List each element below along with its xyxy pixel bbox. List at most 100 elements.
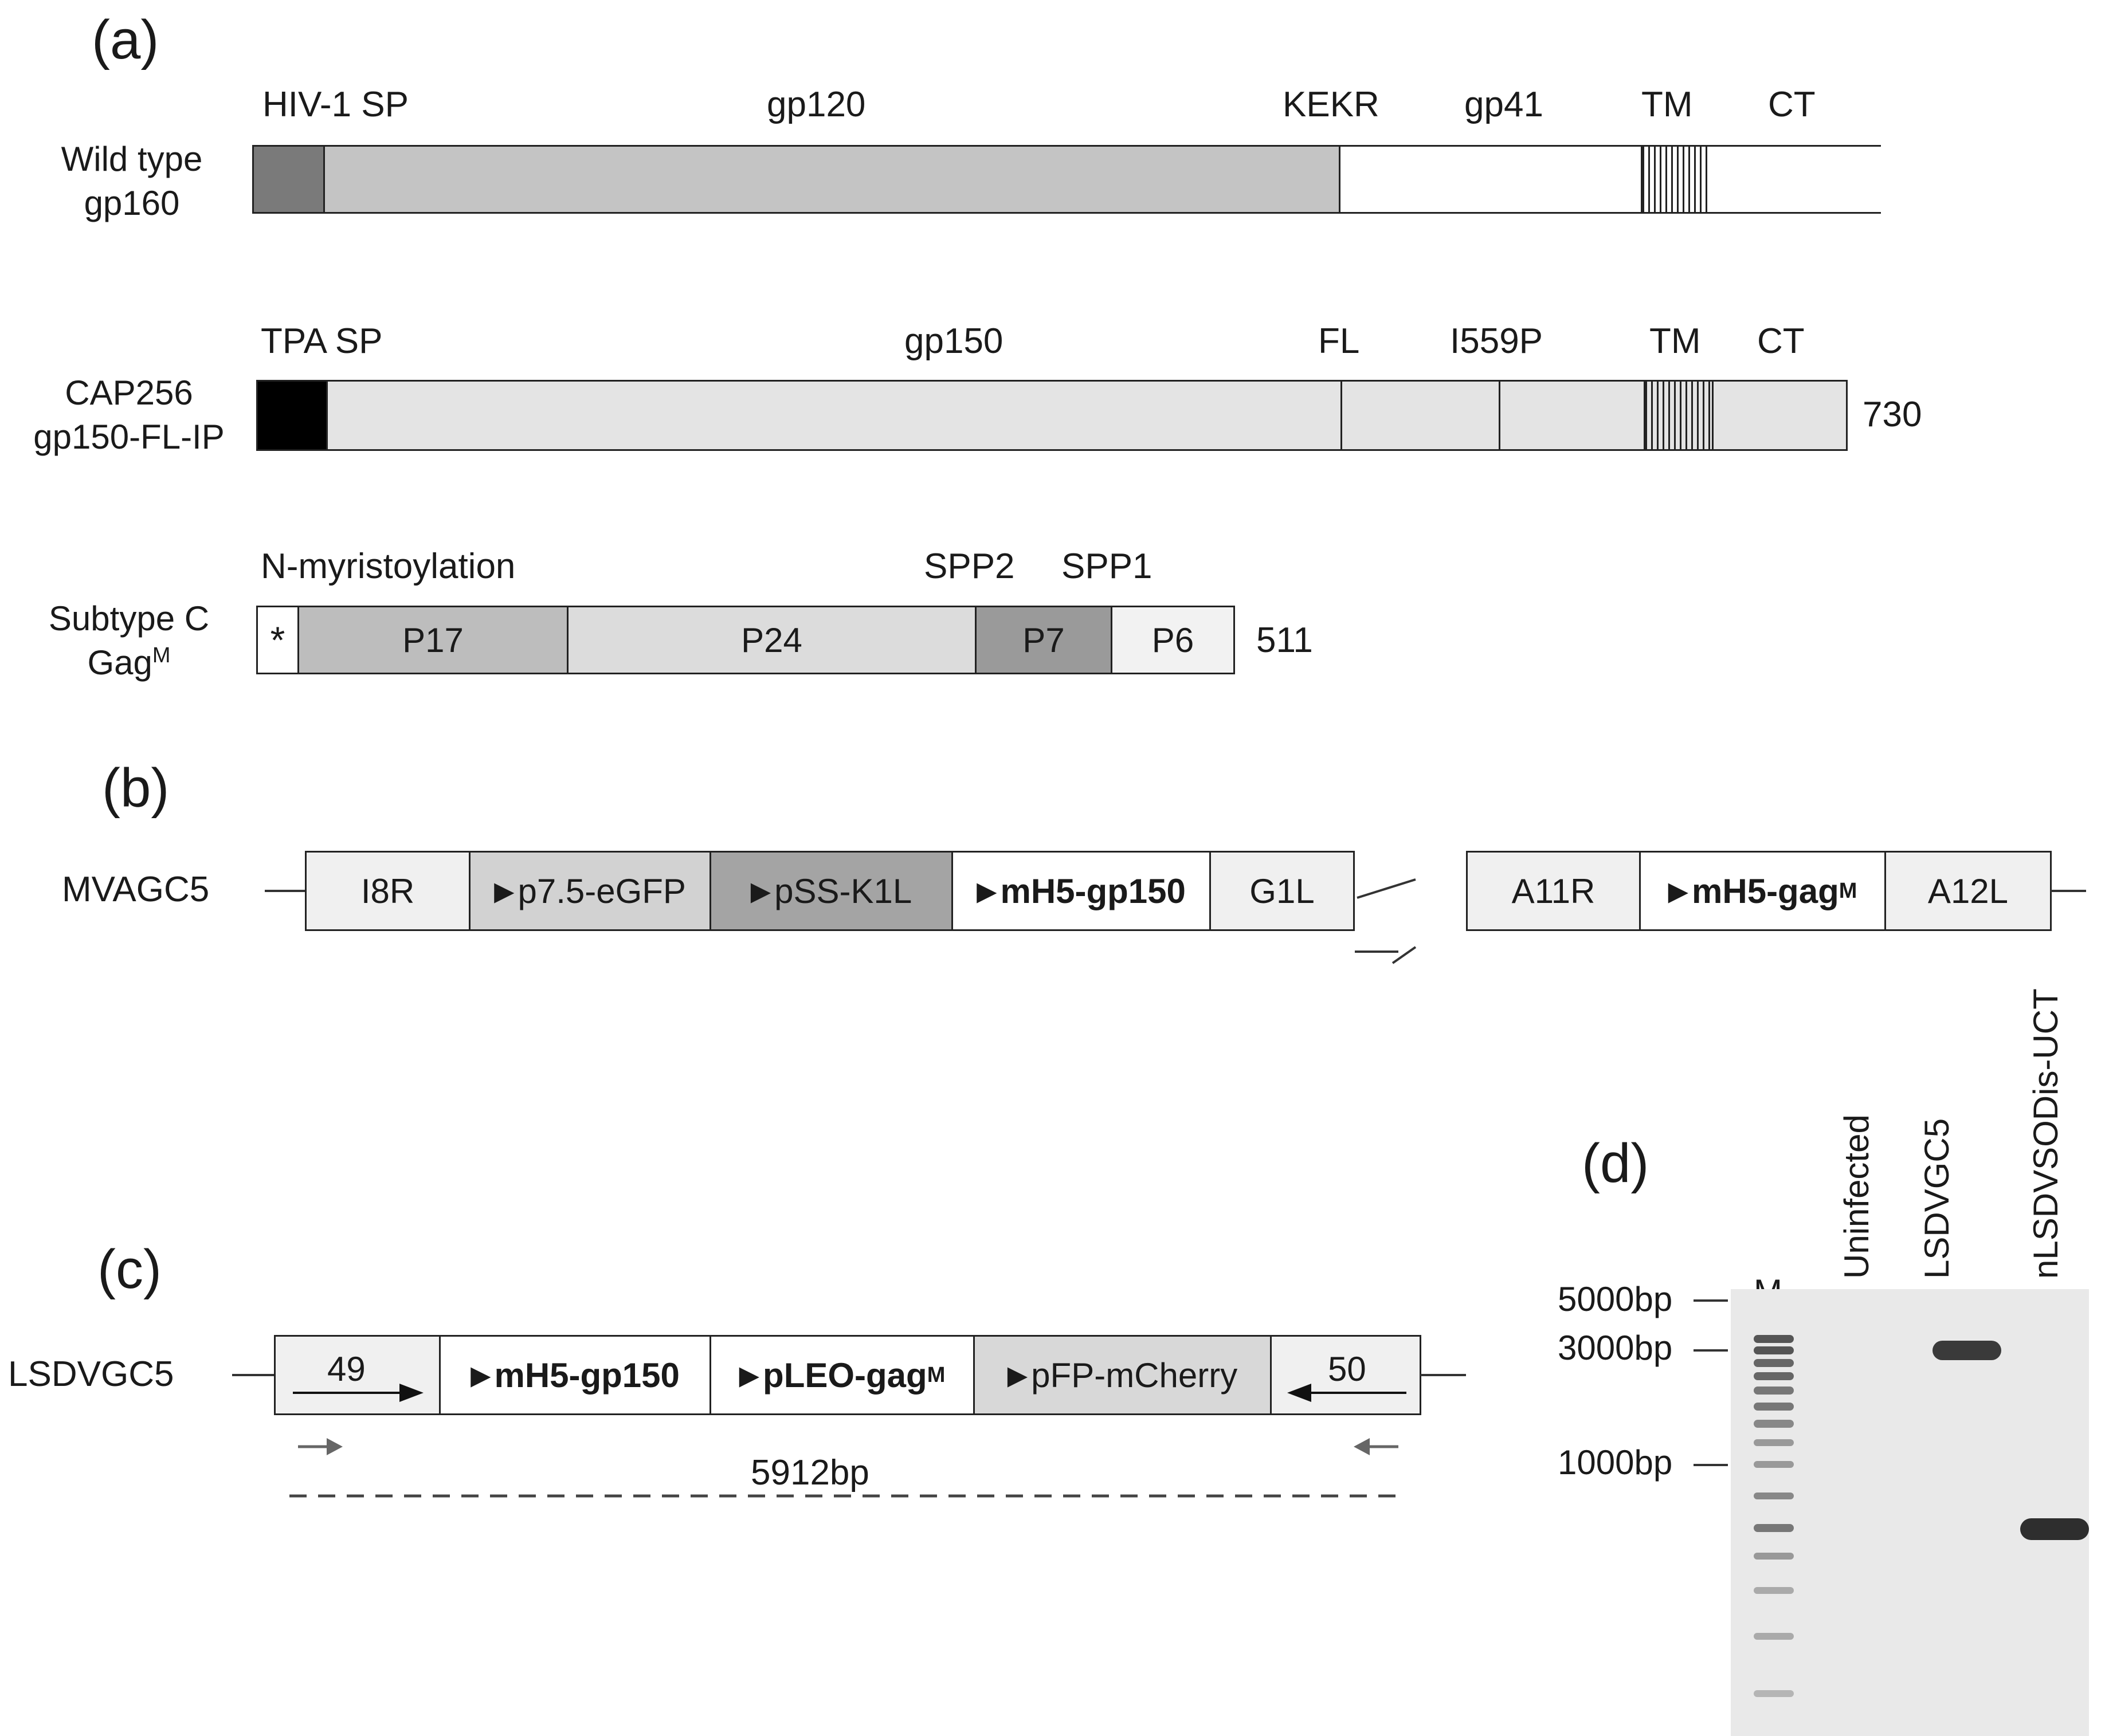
agarose-gel-image bbox=[1731, 1289, 2089, 1736]
ladder-band bbox=[1754, 1587, 1794, 1594]
ladder-band bbox=[1754, 1553, 1794, 1560]
tpa-sp-label: TPA SP bbox=[261, 321, 383, 361]
gp120-label: gp120 bbox=[767, 85, 866, 124]
myristoylation-star: * bbox=[258, 607, 299, 673]
gag-label-text: Gag bbox=[87, 643, 152, 682]
spp2-label: SPP2 bbox=[924, 547, 1015, 586]
gag-row-label: Subtype C GagM bbox=[29, 597, 229, 685]
lane-label-uninfected: Uninfected bbox=[1837, 1114, 1876, 1279]
wild-type-gp160-bar bbox=[252, 145, 1914, 214]
ladder-band bbox=[1754, 1461, 1794, 1468]
cap256-label-line2: gp150-FL-IP bbox=[33, 417, 225, 456]
lane-label-nlsdv: nLSDVSODis-UCT bbox=[2026, 988, 2065, 1279]
cap256-label-line1: CAP256 bbox=[65, 374, 193, 412]
flank-49-segment: 49 bbox=[276, 1337, 441, 1413]
gp41-label: gp41 bbox=[1464, 85, 1543, 124]
tpa-sp-segment bbox=[258, 382, 328, 449]
a11r-segment: A11R bbox=[1468, 853, 1641, 929]
p7-segment: P7 bbox=[977, 607, 1112, 673]
ladder-band bbox=[1754, 1420, 1794, 1428]
a12l-segment: A12L bbox=[1886, 853, 2050, 929]
gp150-segment bbox=[328, 382, 1342, 449]
promoter-arrow-icon: ▶ bbox=[1668, 876, 1689, 906]
pfp-mcherry-segment: ▶pFP-mCherry bbox=[975, 1337, 1272, 1413]
gag-label-line1: Subtype C bbox=[48, 599, 210, 638]
gp150-label: gp150 bbox=[904, 321, 1003, 361]
tm-label-cap: TM bbox=[1649, 321, 1701, 361]
hiv1-sp-label: HIV-1 SP bbox=[262, 85, 409, 124]
marker-1000-label: 1000bp bbox=[1558, 1443, 1673, 1482]
marker-3000-tick bbox=[1694, 1349, 1728, 1352]
promoter-arrow-icon: ▶ bbox=[494, 876, 515, 906]
mh5-gp150-label-mva: mH5-gp150 bbox=[1000, 871, 1186, 910]
gp41-segment bbox=[1340, 147, 1914, 212]
ct-label-cap: CT bbox=[1757, 321, 1805, 361]
pss-k1l-label: pSS-K1L bbox=[774, 871, 912, 910]
tm-segment-cap bbox=[1644, 382, 1714, 449]
p6-segment: P6 bbox=[1112, 607, 1233, 673]
ladder-band bbox=[1754, 1372, 1794, 1380]
ladder-band bbox=[1754, 1335, 1794, 1343]
gag-label-line2: GagM bbox=[29, 641, 229, 685]
lsdv-left-flank bbox=[232, 1374, 275, 1376]
ladder-band bbox=[1754, 1633, 1794, 1640]
p75-egfp-segment: ▶p7.5-eGFP bbox=[471, 853, 711, 929]
gp120-segment bbox=[325, 147, 1340, 212]
fl-label: FL bbox=[1318, 321, 1360, 361]
hiv1-sp-segment bbox=[254, 147, 325, 212]
marker-3000-label: 3000bp bbox=[1558, 1329, 1673, 1367]
tm-segment-wt bbox=[1641, 147, 1707, 212]
kekr-label: KEKR bbox=[1283, 85, 1379, 124]
primer-reverse-icon bbox=[1354, 1438, 1398, 1455]
fl-segment bbox=[1342, 382, 1500, 449]
p75-egfp-label: p7.5-eGFP bbox=[518, 871, 686, 910]
ladder-band bbox=[1754, 1493, 1794, 1499]
marker-1000-tick bbox=[1694, 1464, 1728, 1466]
pss-k1l-segment: ▶pSS-K1L bbox=[711, 853, 953, 929]
mva-left-flank bbox=[265, 890, 306, 892]
cap256-length: 730 bbox=[1863, 395, 1922, 434]
ladder-band bbox=[1754, 1387, 1794, 1395]
mh5-gp150-label-lsdv: mH5-gp150 bbox=[494, 1356, 680, 1395]
primer-forward-icon bbox=[298, 1438, 343, 1455]
pfp-mcherry-label: pFP-mCherry bbox=[1031, 1356, 1238, 1395]
lsdvgc5-band bbox=[1932, 1341, 2001, 1360]
gag-length: 511 bbox=[1256, 620, 1313, 660]
mvagc5-row-label: MVAGC5 bbox=[62, 870, 210, 909]
genome-break-icon bbox=[1355, 878, 1417, 964]
amplicon-size-label: 5912bp bbox=[751, 1453, 869, 1493]
marker-5000-label: 5000bp bbox=[1558, 1280, 1673, 1318]
p24-segment: P24 bbox=[569, 607, 977, 673]
promoter-arrow-icon: ▶ bbox=[1007, 1360, 1028, 1390]
i8r-segment: I8R bbox=[307, 853, 471, 929]
flank-50-segment: 50 bbox=[1272, 1337, 1420, 1413]
promoter-arrow-icon: ▶ bbox=[977, 876, 997, 906]
ladder-band bbox=[1754, 1439, 1794, 1446]
wild-type-label-line2: gp160 bbox=[84, 183, 180, 222]
panel-label-c: (c) bbox=[97, 1239, 162, 1300]
ladder-band bbox=[1754, 1690, 1794, 1697]
amplicon-dashed-line bbox=[289, 1494, 1396, 1498]
mh5-gp150-segment-mva: ▶mH5-gp150 bbox=[953, 853, 1211, 929]
n-myristoylation-label: N-myristoylation bbox=[261, 547, 516, 586]
promoter-arrow-icon: ▶ bbox=[471, 1360, 491, 1390]
lane-label-lsdvgc5: LSDVGC5 bbox=[1918, 1118, 1956, 1279]
p17-segment: P17 bbox=[299, 607, 569, 673]
marker-5000-tick bbox=[1694, 1299, 1728, 1302]
promoter-arrow-icon: ▶ bbox=[750, 876, 771, 906]
cap256-row-label: CAP256 gp150-FL-IP bbox=[17, 371, 241, 459]
gag-bar: * P17 P24 P7 P6 bbox=[256, 606, 1235, 674]
spp1-label: SPP1 bbox=[1061, 547, 1153, 586]
mh5-gag-label-mva: mH5-gag bbox=[1692, 871, 1839, 910]
ladder-band bbox=[1754, 1524, 1794, 1532]
tm-label-wt: TM bbox=[1641, 85, 1693, 124]
mva-right-flank bbox=[2051, 890, 2086, 892]
flank-49-label: 49 bbox=[327, 1350, 366, 1388]
ladder-band bbox=[1754, 1359, 1794, 1367]
panel-label-d: (d) bbox=[1582, 1133, 1649, 1194]
g1l-segment: G1L bbox=[1211, 853, 1353, 929]
lsdvgc5-row-label: LSDVGC5 bbox=[8, 1354, 174, 1394]
